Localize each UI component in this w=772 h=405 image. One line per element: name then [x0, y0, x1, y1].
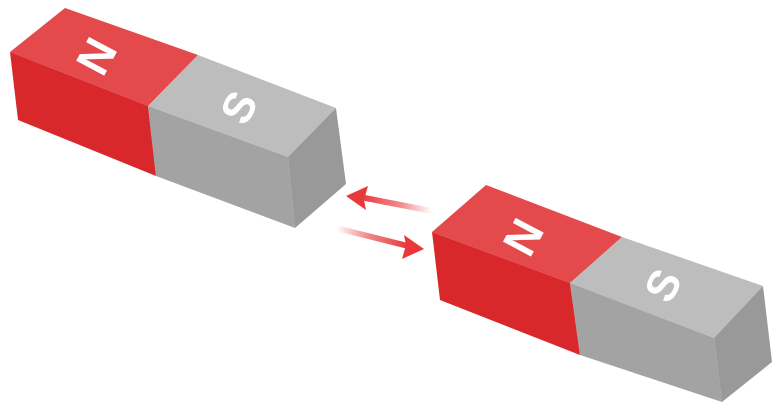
magnet-right-south-end — [714, 286, 772, 402]
magnet-left-north-front — [10, 52, 156, 176]
magnet-left-south — [148, 55, 346, 228]
repulsion-arrows — [336, 186, 432, 259]
arrow-left-icon — [346, 186, 432, 214]
magnet-left-south-end — [288, 108, 346, 228]
magnet-right-south-top — [570, 237, 763, 338]
magnet-right: N S — [432, 185, 772, 402]
magnet-right-north-top — [432, 185, 622, 283]
magnet-right-north-front — [432, 232, 580, 355]
magnet-left-south-top — [148, 55, 336, 157]
arrow-right-icon — [336, 225, 424, 259]
magnet-left-south-front — [148, 106, 295, 228]
magnet-right-south-front — [570, 283, 722, 402]
magnet-left-north-top — [10, 8, 198, 106]
magnet-left: N S — [10, 8, 346, 228]
magnet-right-south — [570, 237, 772, 402]
magnet-right-north — [432, 185, 622, 355]
magnet-left-north — [10, 8, 198, 176]
